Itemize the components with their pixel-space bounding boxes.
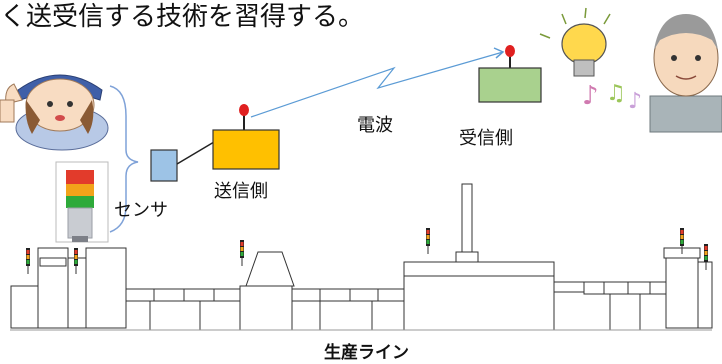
radio-wave-label: 電波 xyxy=(357,115,393,136)
sensor-box xyxy=(150,149,178,182)
svg-text:♫: ♫ xyxy=(606,81,626,106)
signal-tower-icon xyxy=(26,228,708,274)
worker-woman-icon xyxy=(0,74,109,151)
light-bulb-icon xyxy=(539,7,611,77)
stack-light-icon xyxy=(55,161,109,243)
music-notes-icon: ♪ ♫ ♪ xyxy=(582,81,642,114)
page-heading: く送受信する技術を習得する。 xyxy=(0,2,365,32)
radio-wave-path xyxy=(250,51,504,118)
receiver-unit xyxy=(478,45,542,103)
svg-text:♪: ♪ xyxy=(628,89,642,114)
receiver-label: 受信側 xyxy=(459,128,513,149)
production-line-label: 生産ライン xyxy=(324,343,409,363)
sensor-cable xyxy=(176,141,215,165)
sensor-label: センサ xyxy=(114,200,168,221)
svg-text:♪: ♪ xyxy=(582,81,599,111)
radio-wave-arrowhead xyxy=(493,47,505,59)
transmitter-unit xyxy=(212,104,280,170)
transmitter-label: 送信側 xyxy=(214,181,268,202)
elderly-man-icon xyxy=(649,14,722,133)
brace-shape xyxy=(109,85,139,233)
